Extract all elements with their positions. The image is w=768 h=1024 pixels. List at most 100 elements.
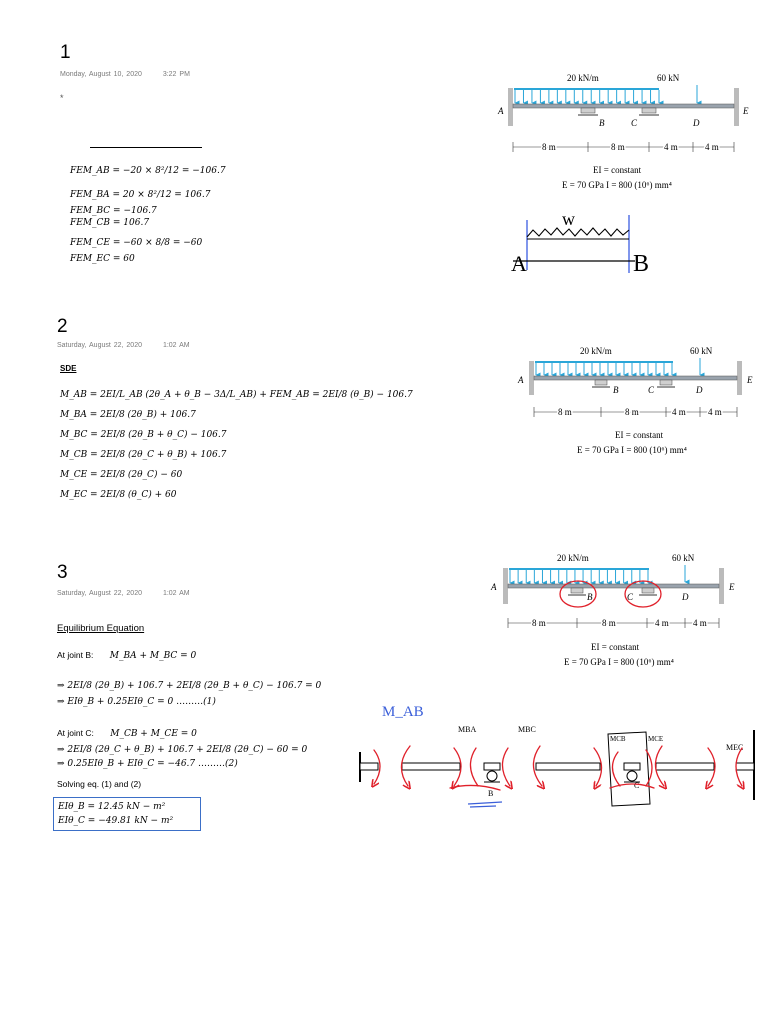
dimension-line <box>533 407 738 417</box>
mba-label: MBA <box>458 725 476 734</box>
joint-c-eq: M_CB + M_CE = 0 <box>110 729 197 739</box>
results-box: EIθ_B = 12.45 kN − m² EIθ_C = −49.81 kN … <box>53 797 201 831</box>
label-d: D <box>692 118 700 128</box>
mab-label: M_AB <box>382 704 424 720</box>
fbd-b-label: B <box>488 789 493 798</box>
result-theta-b: EIθ_B = 12.45 kN − m² <box>58 802 166 812</box>
sketch-w-label: w <box>562 209 575 229</box>
joint-b-row: At joint B: M_BA + M_BC = 0 <box>57 649 196 663</box>
fem-ce: FEM_CE = −60 × 8/8 = −60 <box>70 238 203 248</box>
page-number-3: 3 <box>57 562 68 583</box>
fbd-c-label: C <box>634 781 639 790</box>
roller-c <box>639 107 659 116</box>
equation-list-2: M_AB = 2EI/L_AB (2θ_A + θ_B − 3Δ/L_AB) +… <box>60 388 413 502</box>
label-b: B <box>587 592 593 602</box>
dim-de: 4 m <box>705 142 719 152</box>
udl-load <box>514 88 664 106</box>
mec-label: MEC <box>726 743 743 752</box>
props-note: E = 70 GPa I = 800 (10⁶) mm⁴ <box>564 657 674 667</box>
fem-cb: FEM_CB = 106.7 <box>70 218 150 228</box>
joint-b-eq: M_BA + M_BC = 0 <box>109 651 197 661</box>
udl-label: 20 kN/m <box>557 553 589 563</box>
joint-c-row: At joint C: M_CB + M_CE = 0 <box>57 727 197 741</box>
joint-b-lines: ⇒ 2EI/8 (2θ_B) + 106.7 + 2EI/8 (2θ_B + θ… <box>57 679 321 709</box>
joint-c-line-2: ⇒ 0.25EIθ_B + EIθ_C = −46.7 ………(2) <box>57 759 238 769</box>
m-ba: M_BA = 2EI/8 (2θ_B) + 106.7 <box>60 410 196 420</box>
beam <box>533 375 738 381</box>
point-load-label: 60 kN <box>657 73 680 83</box>
heading-equilibrium: Equilibrium Equation <box>57 623 145 634</box>
props-note: E = 70 GPa I = 800 (10⁶) mm⁴ <box>577 445 687 455</box>
fixed-support-e <box>719 568 724 604</box>
page-number-1: 1 <box>60 42 71 63</box>
label-e: E <box>742 106 749 116</box>
label-d: D <box>695 385 703 395</box>
free-body-diagram: M_AB MBA MBC MCB MCE MEC B C <box>359 704 755 808</box>
time-1: 3:22 PM <box>162 71 190 78</box>
fem-ab: FEM_AB = −20 × 8²/12 = −106.7 <box>70 166 226 176</box>
ei-note: EI = constant <box>591 642 640 652</box>
point-load-label: 60 kN <box>672 553 695 563</box>
label-a: A <box>497 106 504 116</box>
dim-de: 4 m <box>693 618 707 628</box>
sketch-load-zigzag <box>526 227 630 238</box>
dimension-line <box>507 618 720 628</box>
mce-label: MCE <box>648 735 663 743</box>
roller-b <box>592 379 610 388</box>
fixed-support-a <box>508 88 513 126</box>
roller-b <box>568 587 586 596</box>
dim-bc: 8 m <box>611 142 625 152</box>
dim-ab: 8 m <box>542 142 556 152</box>
beam-figure-2: 20 kN/m 60 kN A B C D E 8 m 8 m 4 m 4 m … <box>517 346 753 455</box>
m-ce: M_CE = 2EI/8 (2θ_C) − 60 <box>60 470 183 480</box>
beam-figure-3: 20 kN/m 60 kN A B C D E 8 m 8 m 4 m 4 m … <box>490 553 735 667</box>
udl-label: 20 kN/m <box>567 73 599 83</box>
result-theta-c: EIθ_C = −49.81 kN − m² <box>58 816 174 826</box>
joint-c-box <box>607 731 651 807</box>
fixed-support-a <box>529 361 534 395</box>
label-e: E <box>728 582 735 592</box>
props-note: E = 70 GPa I = 800 (10⁶) mm⁴ <box>562 180 672 190</box>
date-3: Saturday, August 22, 2020 <box>57 590 142 597</box>
fixed-support-a <box>503 568 508 604</box>
roller-b <box>578 107 598 116</box>
dim-cd: 4 m <box>664 142 678 152</box>
ei-note: EI = constant <box>593 165 642 175</box>
sketch-b-label: B <box>633 251 649 277</box>
joint-c-lines: ⇒ 2EI/8 (2θ_C + θ_B) + 106.7 + 2EI/8 (2θ… <box>57 743 307 771</box>
fbd-support-b <box>484 770 500 783</box>
label-c: C <box>631 118 638 128</box>
dim-bc: 8 m <box>602 618 616 628</box>
ei-note: EI = constant <box>615 430 664 440</box>
joint-b-label: At joint B: <box>57 650 94 660</box>
point-load-label: 60 kN <box>690 346 713 356</box>
label-c: C <box>627 592 634 602</box>
dimension-line <box>512 142 735 152</box>
m-ab: M_AB = 2EI/L_AB (2θ_A + θ_B − 3Δ/L_AB) +… <box>60 390 413 400</box>
roller-c <box>639 587 657 596</box>
sketch-a-label: A <box>511 251 527 276</box>
dim-ab: 8 m <box>558 407 572 417</box>
joint-b-line-1: ⇒ 2EI/8 (2θ_B) + 106.7 + 2EI/8 (2θ_B + θ… <box>57 681 322 691</box>
blue-underline-b <box>467 801 503 808</box>
mcb-label: MCB <box>610 735 626 743</box>
separator-line <box>90 147 202 148</box>
date-1: Monday, August 10, 2020 <box>60 71 142 78</box>
beam <box>507 583 720 589</box>
joint-c-line-1: ⇒ 2EI/8 (2θ_C + θ_B) + 106.7 + 2EI/8 (2θ… <box>57 745 308 755</box>
timestamp-2: Saturday, August 22, 2020 1:02 AM <box>57 342 190 349</box>
m-cb: M_CB = 2EI/8 (2θ_C + θ_B) + 106.7 <box>60 450 227 460</box>
joint-c-label: At joint C: <box>57 728 94 738</box>
mbc-label: MBC <box>518 725 536 734</box>
dim-bc: 8 m <box>625 407 639 417</box>
date-2: Saturday, August 22, 2020 <box>57 342 142 349</box>
m-bc: M_BC = 2EI/8 (2θ_B + θ_C) − 106.7 <box>60 430 227 440</box>
equation-list-1: FEM_AB = −20 × 8²/12 = −106.7 FEM_BA = 2… <box>70 164 226 266</box>
red-circle-b <box>559 580 597 608</box>
dim-cd: 4 m <box>655 618 669 628</box>
label-b: B <box>613 385 619 395</box>
fixed-support-e <box>737 361 742 395</box>
fem-bc: FEM_BC = −106.7 <box>70 206 157 216</box>
label-d: D <box>681 592 689 602</box>
beam-figure-1: 20 kN/m 60 kN A B C D E 8 m 8 m 4 m 4 m … <box>497 73 749 190</box>
